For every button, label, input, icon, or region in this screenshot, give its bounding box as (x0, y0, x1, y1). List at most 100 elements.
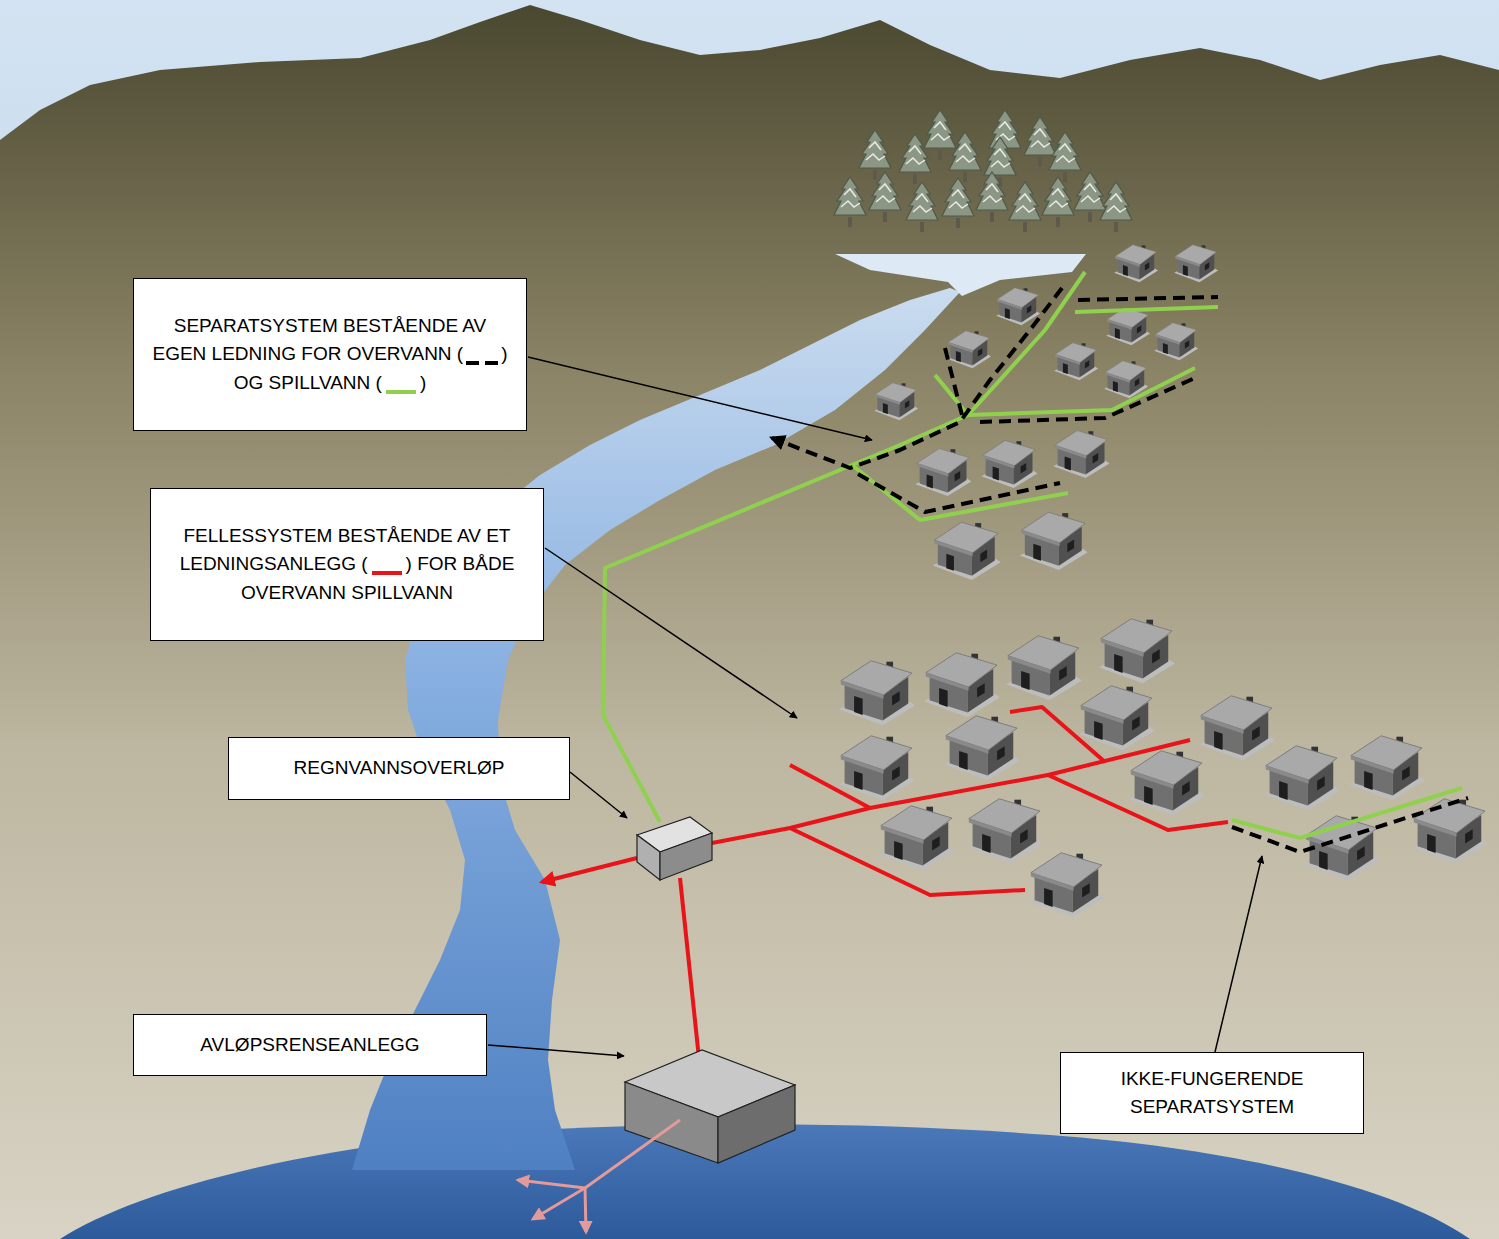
house (1174, 245, 1218, 282)
house (839, 736, 915, 801)
tree (899, 134, 931, 184)
callout-box: SEPARATSYSTEM BESTÅENDE AV EGEN LEDNING … (133, 278, 527, 431)
wastewater-sample (386, 390, 416, 394)
tree (859, 130, 891, 180)
leader-lines (488, 357, 1262, 1056)
combined-pipes (542, 707, 1228, 1068)
combined-pipe (712, 775, 1228, 843)
house (933, 522, 1001, 580)
combined-sample (372, 571, 402, 575)
stormwater-pipe (1078, 297, 1218, 300)
combined-pipe (1048, 740, 1190, 775)
house (1412, 799, 1488, 864)
house (967, 799, 1043, 864)
tree (1049, 132, 1081, 182)
line-symbol (463, 349, 501, 361)
combined-pipe (680, 878, 700, 1068)
house (1129, 751, 1205, 816)
line-symbol (368, 567, 406, 579)
combined-pipe (790, 828, 1025, 895)
line-symbol (382, 378, 420, 390)
callout-box: REGNVANNSOVERLØP (228, 737, 570, 800)
lake (835, 254, 1086, 296)
house (996, 288, 1040, 325)
treated-outlet (518, 1120, 680, 1232)
outlet-branch (585, 1188, 586, 1232)
leader-line (1215, 856, 1262, 1052)
houses (839, 245, 1488, 918)
tree (869, 172, 901, 222)
house (1053, 431, 1109, 479)
tree (924, 110, 956, 160)
house (1099, 619, 1175, 684)
tree (942, 178, 974, 228)
wastewater-pipe (935, 375, 968, 415)
callout-box: FELLESSYSTEM BESTÅENDE AV ET LEDNINGSANL… (150, 488, 544, 641)
leader-line (528, 357, 872, 440)
chamber-side (637, 835, 660, 880)
leader-line (488, 1045, 624, 1056)
callout-text: FELLESSYSTEM BESTÅENDE AV ET LEDNINGSANL… (165, 522, 529, 608)
forest (834, 110, 1132, 232)
line-symbol (368, 559, 406, 571)
wastewater-pipes (603, 272, 1218, 822)
outlet-branch (518, 1180, 585, 1188)
house (1006, 636, 1082, 701)
house (915, 449, 971, 497)
house (947, 331, 991, 368)
house (1114, 245, 1158, 282)
dash-sample (485, 361, 498, 365)
house (944, 716, 1020, 781)
house (879, 806, 955, 871)
non-functioning-separate-pipes (1232, 788, 1468, 852)
house (839, 661, 915, 726)
callout-label: SEPARATSYSTEM BESTÅENDE AV EGEN LEDNING … (152, 315, 486, 365)
overflow-outlet (542, 858, 637, 882)
callout-text: AVLØPSRENSEANLEGG (148, 1031, 472, 1060)
stormwater-pipes (772, 288, 1218, 512)
treatment-plant (625, 1050, 795, 1163)
callout-text: SEPARATSYSTEM BESTÅENDE AV EGEN LEDNING … (148, 312, 512, 398)
line-symbol (463, 357, 501, 369)
stormwater-pipe (772, 288, 1062, 468)
house (1264, 746, 1340, 811)
line-symbol (382, 386, 420, 398)
tree (906, 182, 938, 232)
house (981, 441, 1037, 489)
callout-box: AVLØPSRENSEANLEGG (133, 1014, 487, 1076)
tree (949, 132, 981, 182)
house (924, 653, 1000, 718)
wastewater-pipe (968, 368, 1195, 415)
callout-label: REGNVANNSOVERLØP (294, 757, 505, 778)
house (1349, 736, 1425, 801)
callout-text: REGNVANNSOVERLØP (243, 754, 555, 783)
wastewater-pipe (1232, 788, 1462, 838)
chamber-side (660, 833, 712, 880)
house (1106, 308, 1150, 345)
stormwater-pipe (1232, 798, 1468, 852)
stormwater-pipe (945, 348, 962, 415)
tree (1100, 182, 1132, 232)
house (1054, 343, 1098, 380)
leader-line (570, 772, 627, 818)
stormwater-pipe (980, 378, 1195, 422)
callout-text: IKKE-FUNGERENDE SEPARATSYSTEM (1075, 1065, 1349, 1122)
house (874, 383, 918, 420)
house (1199, 696, 1275, 761)
tree (1042, 177, 1074, 227)
house (1020, 512, 1088, 570)
wastewater-pipe (1075, 307, 1218, 312)
combined-pipe (790, 765, 870, 808)
leader-line (545, 548, 797, 718)
house (1154, 323, 1198, 360)
wastewater-pipe (603, 272, 1085, 822)
plant-side (718, 1085, 795, 1163)
callout-box: IKKE-FUNGERENDE SEPARATSYSTEM (1060, 1052, 1364, 1134)
callout-label: ) (420, 372, 426, 393)
combined-pipe (1010, 707, 1105, 762)
tree (1024, 117, 1056, 167)
tree (976, 172, 1008, 222)
